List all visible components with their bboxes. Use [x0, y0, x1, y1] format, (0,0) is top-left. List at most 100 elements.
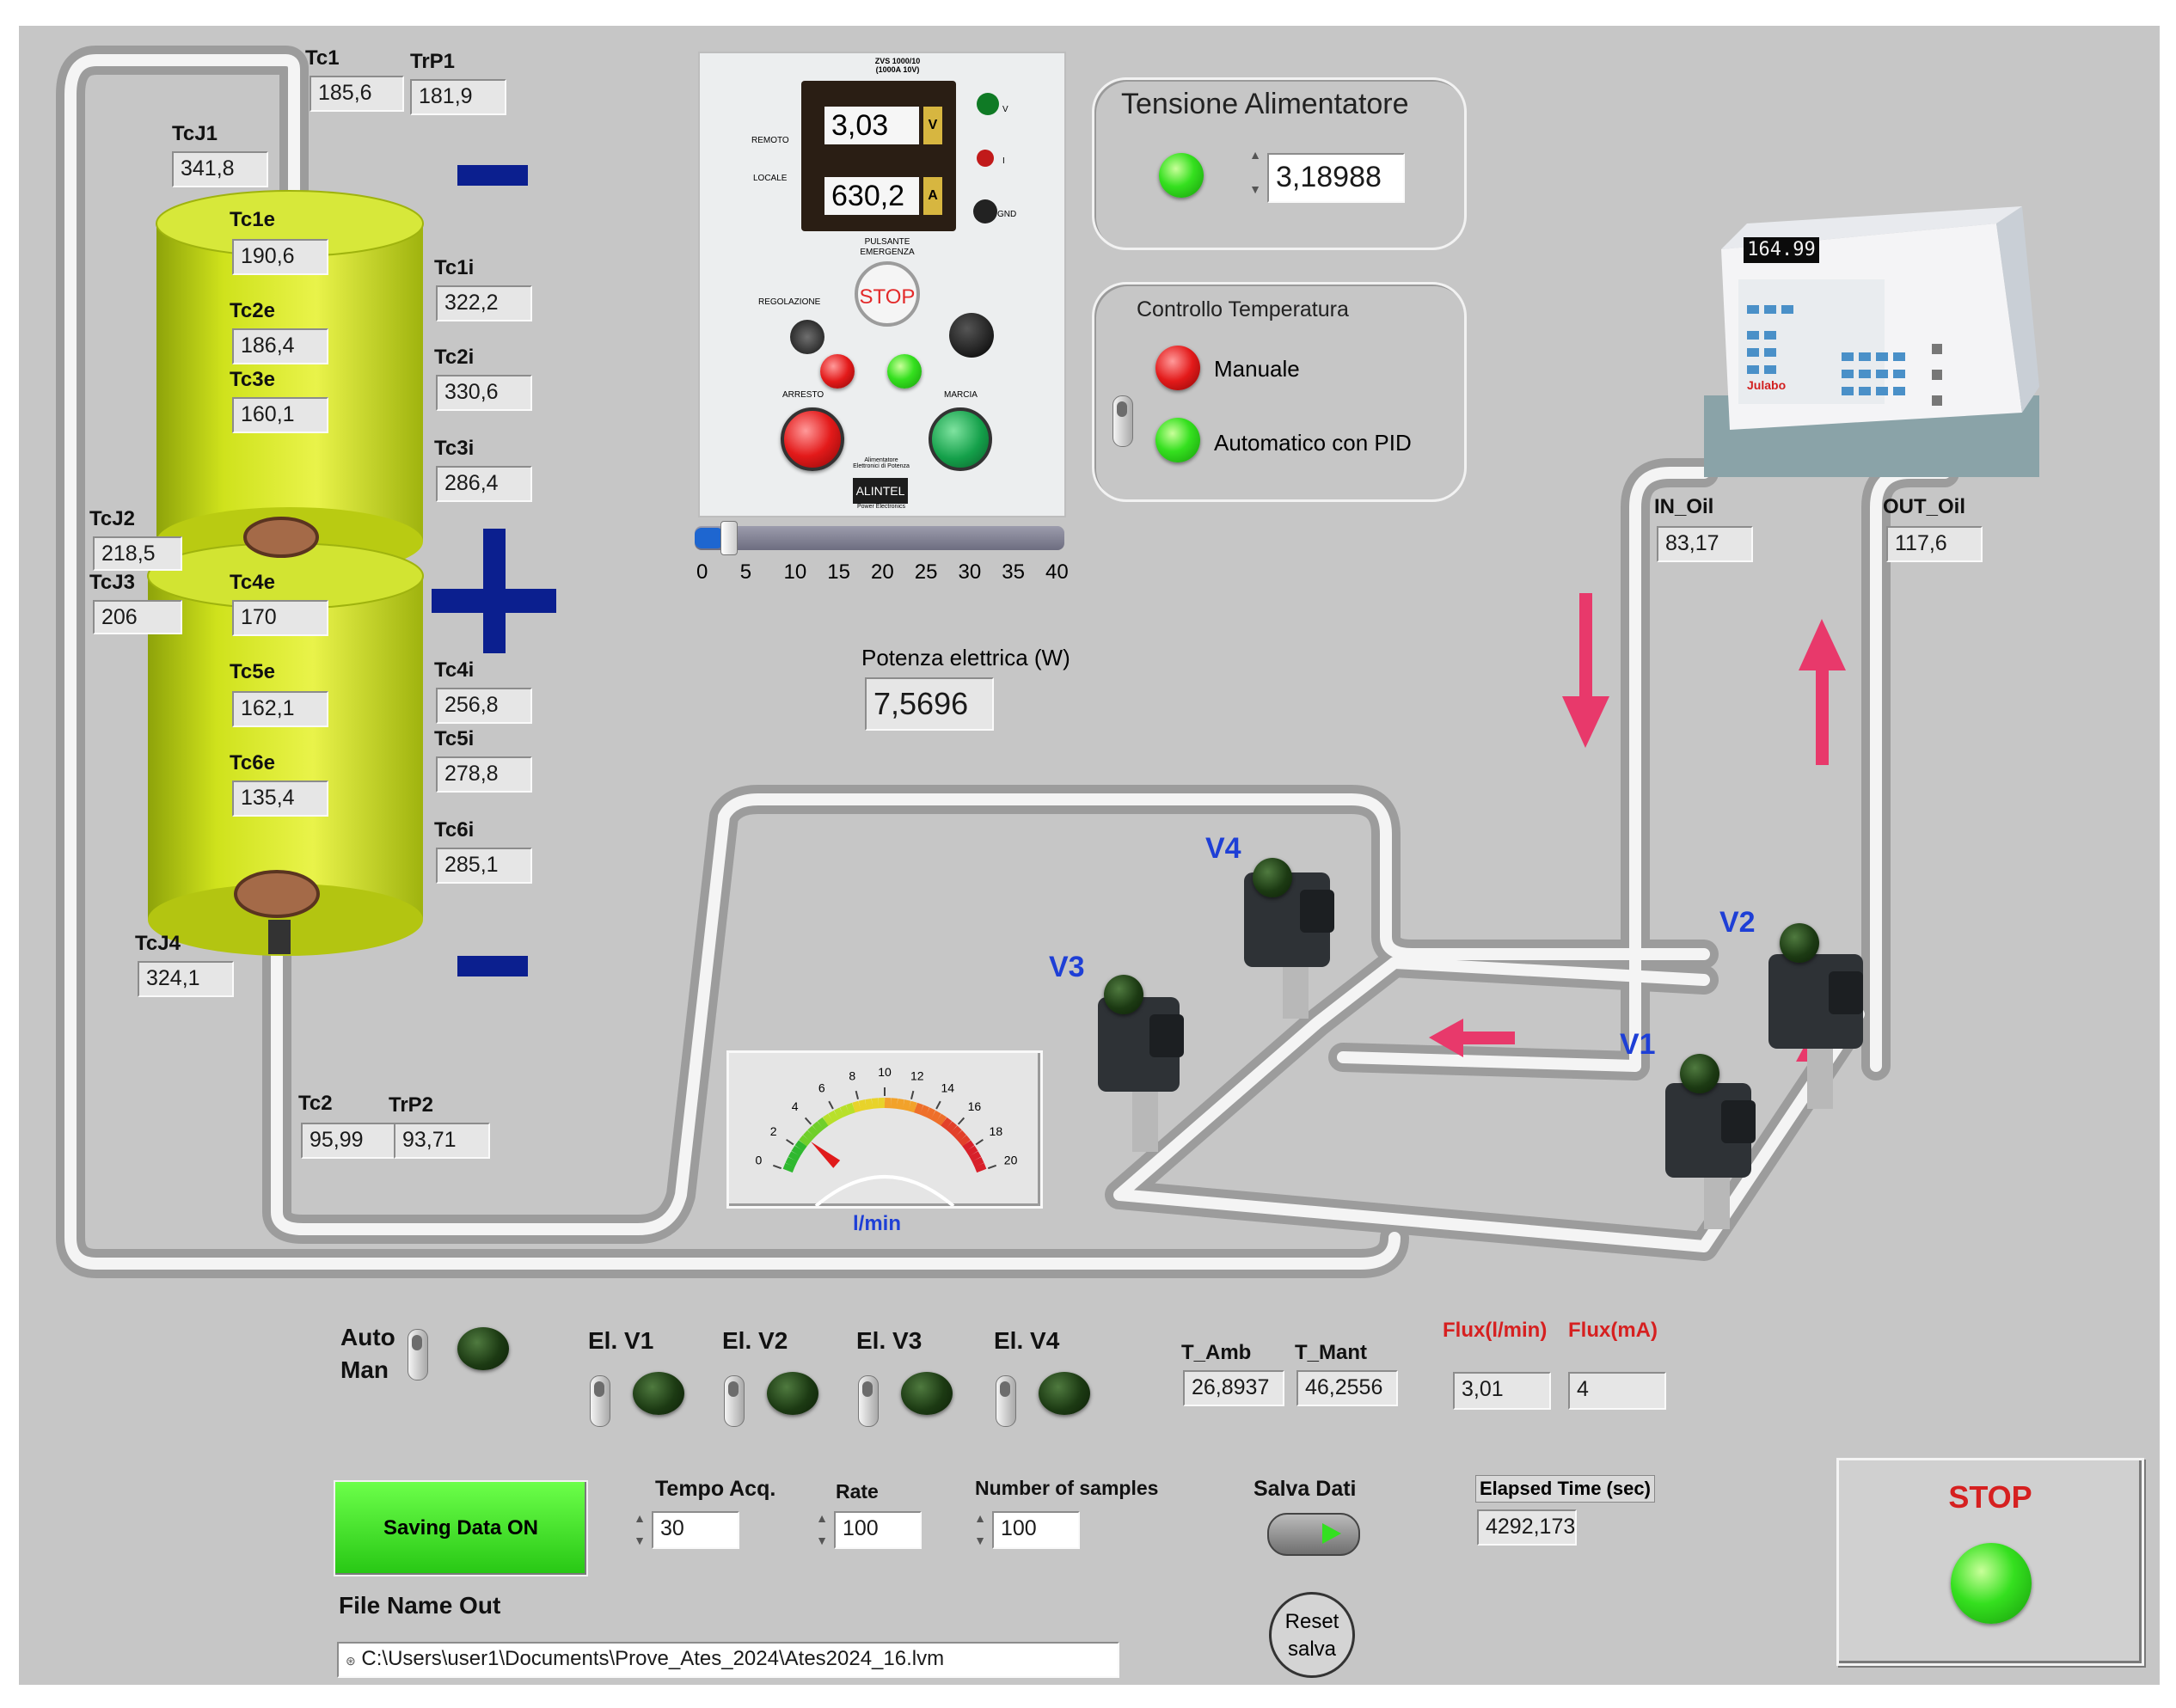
gauge-color-band: [890, 1098, 898, 1109]
tempo-acq-input[interactable]: 30: [652, 1511, 739, 1549]
gauge-color-band: [941, 1117, 953, 1129]
gauge-tick-label: 12: [910, 1069, 924, 1083]
tc1e-label: Tc1e: [230, 208, 275, 231]
gauge-color-band: [807, 1125, 819, 1138]
psu-current-display: 630,2: [824, 177, 919, 215]
gauge-tick-label: 16: [968, 1099, 982, 1113]
psu-right-i: I: [1002, 156, 1005, 166]
tcj4-indicator: 324,1: [138, 961, 234, 997]
tc3e-indicator: 160,1: [232, 397, 328, 433]
tensione-spin-up[interactable]: ▲: [1249, 148, 1261, 162]
t-amb-label: T_Amb: [1181, 1341, 1252, 1364]
samples-label: Number of samples: [975, 1477, 1159, 1499]
auto-label: Auto: [340, 1324, 395, 1350]
tensione-title: Tensione Alimentatore: [1121, 88, 1409, 120]
trp1-indicator: 181,9: [410, 79, 506, 115]
tc2i-indicator: 330,6: [436, 375, 532, 411]
psu-arresto-label: ARRESTO: [782, 390, 824, 400]
psu-marcia-button[interactable]: [929, 407, 992, 471]
psu-voltage-display: 3,03: [824, 107, 919, 144]
psu-marcia-label: MARCIA: [944, 390, 978, 400]
flux-ma-label: Flux(mA): [1568, 1319, 1658, 1342]
samples-input[interactable]: 100: [992, 1511, 1080, 1549]
salva-dati-label: Salva Dati: [1253, 1477, 1357, 1501]
slider-tick-label: 25: [914, 560, 938, 584]
el-v2-led: [767, 1372, 818, 1415]
out-oil-label: OUT_Oil: [1883, 495, 1966, 518]
el-v3-toggle[interactable]: [858, 1375, 879, 1427]
psu-green-lamp: [887, 354, 922, 389]
tcj3-indicator: 206: [93, 600, 182, 634]
el-v1-label: El. V1: [588, 1327, 654, 1354]
el-v3-led: [901, 1372, 953, 1415]
tc2-indicator: 95,99: [301, 1123, 397, 1159]
gauge-hub-arc: [814, 1175, 955, 1208]
saving-data-indicator[interactable]: Saving Data ON: [334, 1480, 588, 1576]
psu-regolazione-label: REGOLAZIONE: [758, 297, 821, 307]
rate-spin-up[interactable]: ▲: [816, 1511, 828, 1525]
gauge-tick-label: 20: [1004, 1154, 1018, 1167]
psu-emergency-stop-button[interactable]: STOP: [855, 261, 920, 327]
gauge-tick: [772, 1164, 782, 1170]
file-path-input[interactable]: ⊛ C:\Users\user1\Documents\Prove_Ates_20…: [337, 1642, 1119, 1678]
tempo-spin-down[interactable]: ▼: [634, 1534, 646, 1547]
gauge-color-band: [846, 1102, 855, 1115]
samples-spin-down[interactable]: ▼: [974, 1534, 986, 1547]
rate-spin-down[interactable]: ▼: [816, 1534, 828, 1547]
tensione-spin-down[interactable]: ▼: [1249, 182, 1261, 196]
slider-tick-label: 0: [696, 560, 708, 584]
controllo-title: Controllo Temperatura: [1137, 297, 1349, 321]
current-slider-thumb[interactable]: [720, 521, 739, 555]
psu-a-unit: A: [923, 177, 942, 215]
psu-right-gnd: GND: [997, 210, 1017, 219]
current-slider-track[interactable]: [695, 521, 1064, 555]
tc4i-label: Tc4i: [434, 658, 475, 682]
manual-mode-label: Manuale: [1214, 356, 1300, 382]
psu-switch-knob[interactable]: [949, 313, 994, 358]
psu-arresto-button[interactable]: [781, 407, 844, 471]
reset-salva-button[interactable]: Reset salva: [1269, 1592, 1355, 1678]
mode-toggle-switch[interactable]: [1113, 395, 1133, 447]
tensione-group: [1092, 77, 1467, 250]
valve-v4-label: V4: [1205, 832, 1241, 865]
man-label: Man: [340, 1356, 389, 1383]
el-v2-toggle[interactable]: [724, 1375, 745, 1427]
gauge-color-band: [785, 1156, 798, 1167]
t-mant-label: T_Mant: [1295, 1341, 1367, 1364]
salva-dati-button[interactable]: [1267, 1513, 1360, 1556]
gauge-tick: [828, 1100, 834, 1110]
gauge-color-band: [919, 1105, 930, 1117]
samples-spin-up[interactable]: ▲: [974, 1511, 986, 1525]
tc2-label: Tc2: [298, 1092, 333, 1115]
tensione-value-input[interactable]: 3,18988: [1267, 153, 1405, 203]
auto-mode-label: Automatico con PID: [1214, 430, 1412, 456]
piping-schematic: [56, 46, 2039, 1278]
el-v1-toggle[interactable]: [590, 1375, 610, 1427]
tc4e-indicator: 170: [232, 600, 328, 636]
el-v2-label: El. V2: [722, 1327, 788, 1354]
file-path-text: C:\Users\user1\Documents\Prove_Ates_2024…: [361, 1647, 945, 1670]
tempo-spin-up[interactable]: ▲: [634, 1511, 646, 1525]
psu-regulation-knob[interactable]: [790, 320, 824, 354]
el-v4-toggle[interactable]: [996, 1375, 1016, 1427]
gauge-tick-label: 4: [792, 1099, 799, 1113]
valve-v2-label: V2: [1719, 906, 1756, 939]
tcj1-indicator: 341,8: [172, 151, 268, 187]
gauge-color-band: [791, 1145, 804, 1157]
valve-v2-indicator: [1780, 923, 1819, 963]
in-oil-label: IN_Oil: [1654, 495, 1714, 518]
valve-v1-label: V1: [1620, 1028, 1656, 1061]
tc2e-label: Tc2e: [230, 299, 275, 322]
rate-input[interactable]: 100: [834, 1511, 922, 1549]
stop-button[interactable]: STOP: [1836, 1458, 2144, 1666]
polarity-signs: [432, 165, 556, 976]
gauge-color-band: [974, 1162, 987, 1173]
stop-led: [1951, 1543, 2032, 1624]
t-mant-indicator: 46,2556: [1296, 1370, 1398, 1406]
valve-v1-indicator: [1680, 1054, 1719, 1093]
auto-man-toggle[interactable]: [408, 1329, 428, 1380]
slider-tick-label: 35: [1002, 560, 1025, 584]
t-amb-indicator: 26,8937: [1183, 1370, 1284, 1406]
